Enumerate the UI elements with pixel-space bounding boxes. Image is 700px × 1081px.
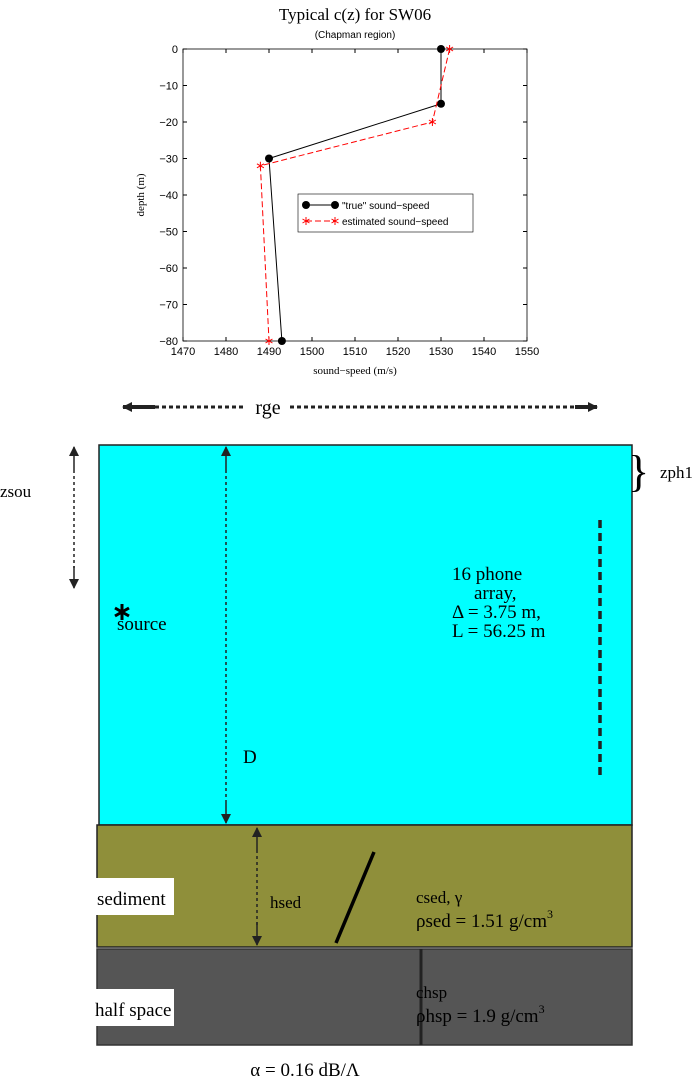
D-label: D bbox=[243, 747, 257, 768]
chart-subtitle: (Chapman region) bbox=[315, 30, 396, 41]
chart-title: Typical c(z) for SW06 bbox=[279, 5, 431, 24]
halfspace-layer bbox=[96, 948, 633, 1046]
legend-marker-true bbox=[302, 201, 310, 209]
series-line-0 bbox=[268, 49, 442, 342]
legend: "true" sound−speed estimated sound−speed bbox=[297, 193, 474, 233]
y-tick-label: 0 bbox=[172, 44, 178, 56]
halfspace-label: half space bbox=[95, 1000, 171, 1021]
array-text-4: L = 56.25 m bbox=[452, 621, 546, 642]
zsou-label: zsou bbox=[0, 482, 32, 501]
sediment-layer bbox=[96, 824, 633, 948]
y-tick-label: −30 bbox=[159, 154, 178, 166]
rho-hsp-label: ρhsp = 1.9 g/cm3 bbox=[416, 1002, 545, 1027]
y-tick-label: −10 bbox=[159, 81, 178, 93]
brace-icon: } bbox=[628, 447, 649, 496]
x-tick-label: 1480 bbox=[214, 346, 238, 358]
zph1-label: zph1 bbox=[660, 463, 693, 482]
legend-marker-est bbox=[331, 217, 339, 225]
data-point bbox=[428, 118, 437, 126]
x-axis-label: sound−speed (m/s) bbox=[313, 365, 397, 377]
x-tick-label: 1470 bbox=[171, 346, 195, 358]
y-tick-label: −70 bbox=[159, 300, 178, 312]
array-text-1: 16 phone bbox=[452, 564, 522, 585]
x-tick-label: 1500 bbox=[300, 346, 324, 358]
halfspace-label-box bbox=[90, 989, 174, 1026]
csed-label: csed, γ bbox=[416, 888, 463, 907]
y-axis-label: depth (m) bbox=[135, 173, 147, 216]
data-point bbox=[256, 161, 265, 170]
rho-sed-label: ρsed = 1.51 g/cm3 bbox=[416, 907, 553, 932]
array-text-3: Δ = 3.75 m, bbox=[452, 602, 541, 623]
water-column bbox=[98, 444, 633, 826]
x-tick-label: 1510 bbox=[343, 346, 367, 358]
legend-marker-est bbox=[302, 217, 310, 225]
legend-label-est: estimated sound−speed bbox=[342, 217, 448, 228]
data-point bbox=[437, 45, 445, 53]
series-line-1 bbox=[259, 48, 451, 342]
x-tick-label: 1490 bbox=[257, 346, 281, 358]
data-point bbox=[445, 45, 454, 53]
sediment-label: sediment bbox=[97, 889, 166, 910]
alpha-label: α = 0.16 dB/Λ bbox=[250, 1060, 360, 1081]
source-asterisk-icon bbox=[114, 604, 130, 620]
y-tick-label: −60 bbox=[159, 263, 178, 275]
data-point bbox=[265, 337, 273, 345]
chsp-label: chsp bbox=[416, 983, 447, 1002]
sound-speed-chart: Typical c(z) for SW06 (Chapman region) 1… bbox=[135, 5, 539, 377]
hsed-label: hsed bbox=[270, 893, 302, 912]
sediment-label-box bbox=[90, 878, 174, 915]
data-point bbox=[437, 99, 445, 108]
source-label: source bbox=[117, 614, 167, 635]
x-tick-label: 1540 bbox=[472, 346, 496, 358]
y-tick-label: −80 bbox=[159, 336, 178, 348]
data-point bbox=[277, 337, 286, 345]
x-tick-label: 1550 bbox=[515, 346, 539, 358]
y-tick-label: −40 bbox=[159, 190, 178, 202]
y-tick-label: −50 bbox=[159, 227, 178, 239]
slope-line bbox=[334, 851, 376, 944]
rge-label: rge bbox=[255, 397, 280, 419]
y-tick-label: −20 bbox=[159, 117, 178, 129]
legend-marker-true bbox=[331, 201, 339, 209]
data-point bbox=[265, 154, 273, 163]
x-tick-label: 1520 bbox=[386, 346, 410, 358]
array-text-2: array, bbox=[474, 583, 517, 604]
legend-label-true: "true" sound−speed bbox=[342, 201, 429, 212]
x-tick-label: 1530 bbox=[429, 346, 453, 358]
